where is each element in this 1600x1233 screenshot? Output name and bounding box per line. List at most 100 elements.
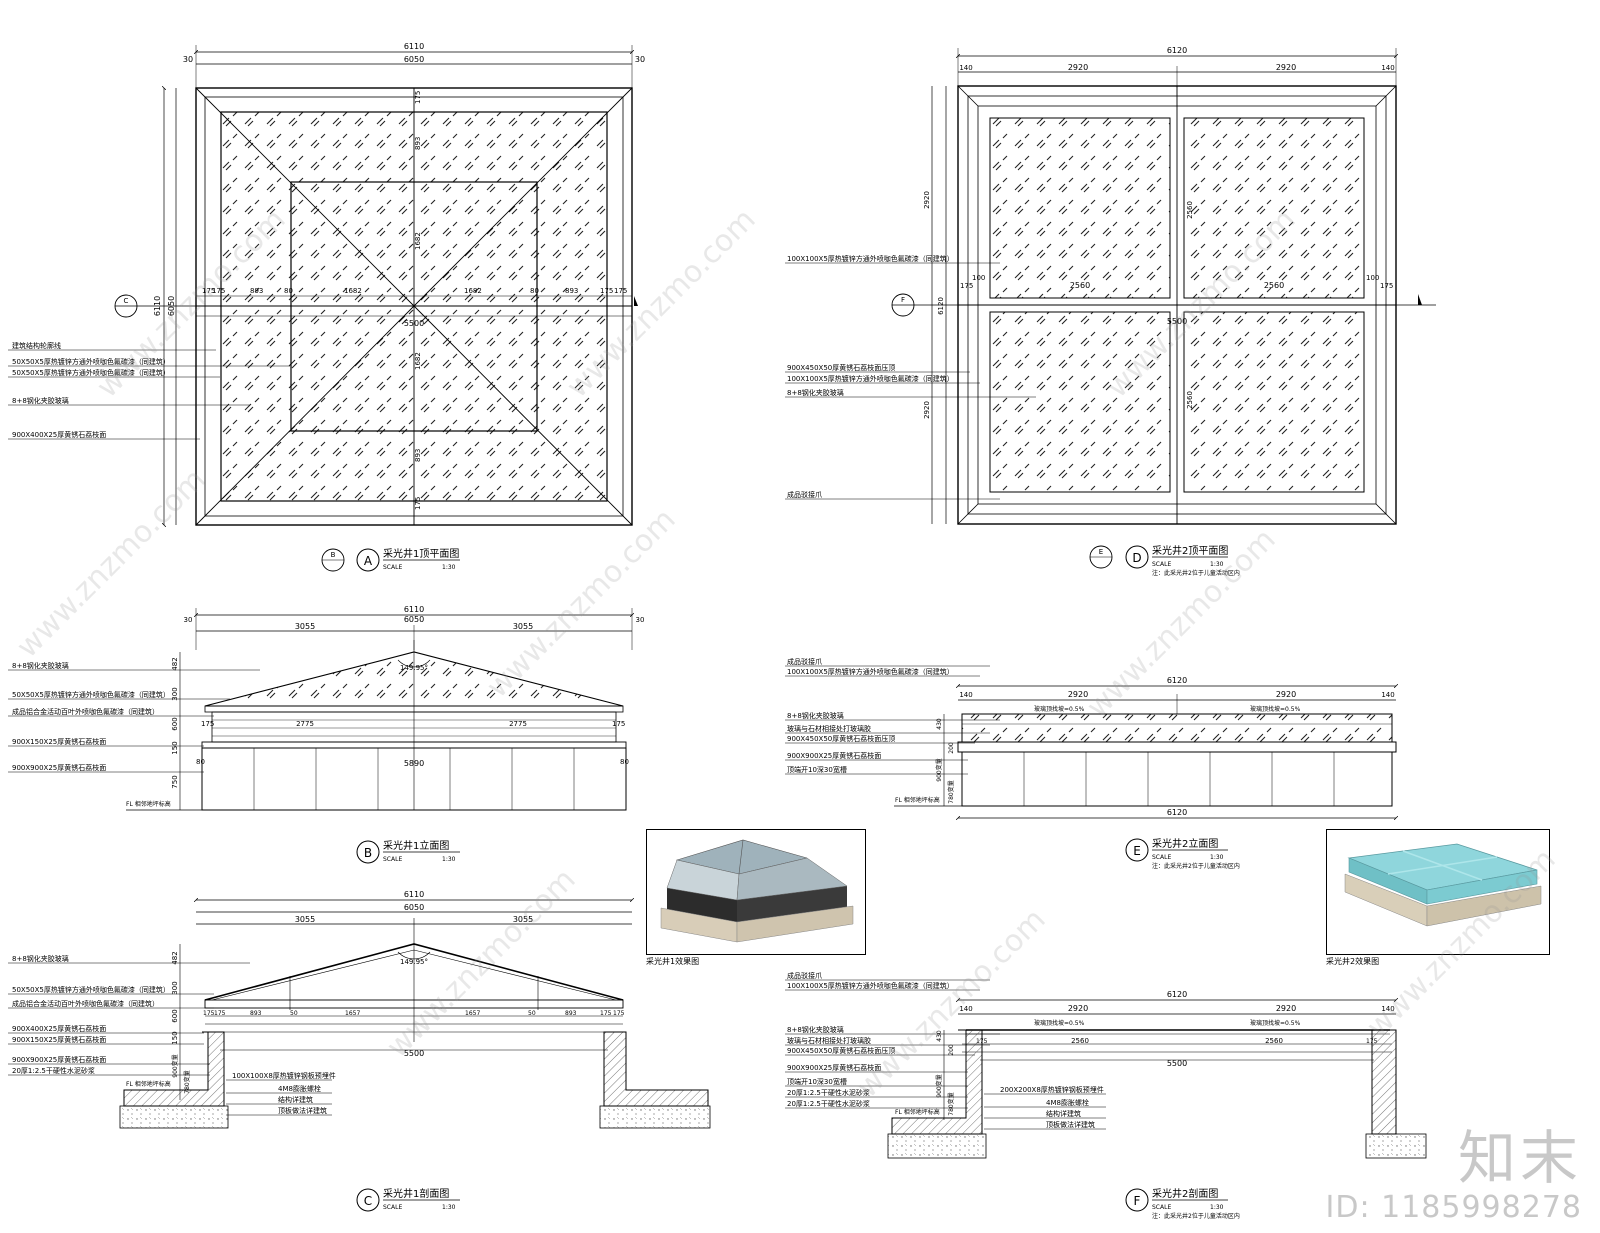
dim-f-slope-l: 玻璃顶找坡=0.5%	[1034, 1019, 1085, 1027]
view-a-scale: 1:30	[442, 564, 456, 571]
section-mark-d-bottom: E	[1099, 548, 1103, 556]
dim-a-seg-4: 1682	[344, 287, 362, 295]
render-2-image	[1344, 843, 1542, 927]
dim-a-vseg-0: 175	[414, 91, 422, 104]
section-f-leaders: 成品驳接爪 100X100X5厚热镀锌方通外喷咖色氟碳漆（同建筑） 8+8钢化夹…	[785, 971, 1106, 1130]
label-d-2: 100X100X5厚热镀锌方通外喷咖色氟碳漆（同建筑）	[787, 374, 954, 383]
dim-c-seg-7: 893	[565, 1010, 577, 1017]
dim-d-vhalf-t: 2920	[923, 191, 931, 209]
dim-d-edge-l: 140	[959, 64, 972, 72]
dim-a-seg-8: 175	[600, 287, 613, 295]
dim-d-edge-r: 140	[1381, 64, 1394, 72]
dim-c-seg-2: 893	[250, 1010, 262, 1017]
label-c-5: 900X900X25厚黄锈石荔枝面	[12, 1055, 106, 1064]
dim-d-small-l: 175	[960, 282, 973, 290]
label-f-0: 成品驳接爪	[787, 971, 822, 980]
dim-a-seg-9: 175	[614, 287, 627, 295]
dim-b-edge-l: 30	[184, 616, 193, 624]
section-mark-a-left: C	[124, 297, 129, 305]
dim-f-half-r: 2920	[1276, 1004, 1296, 1013]
dim-d-gap-r: 100	[1366, 274, 1379, 282]
label-a-0: 建筑结构轮廓线	[12, 341, 61, 350]
dim-e-edge-l: 140	[959, 691, 972, 699]
dim-b-v-2: 600	[171, 717, 179, 730]
dim-c-seg-5: 1657	[465, 1010, 480, 1017]
dim-f-edge-r: 140	[1381, 1005, 1394, 1013]
dim-d-overall: 6120	[1167, 46, 1187, 55]
dim-d-gap-l: 100	[972, 274, 985, 282]
label-f-4: 900X450X50厚黄锈石荔枝面压顶	[787, 1046, 895, 1055]
render-1-image	[660, 839, 854, 943]
elevation-e-leaders: 成品驳接爪 100X100X5厚热镀锌方通外喷咖色氟碳漆（同建筑） 8+8钢化夹…	[785, 657, 1000, 775]
dim-b-small-r: 175	[612, 720, 625, 728]
dim-b-small-l: 175	[201, 720, 214, 728]
dim-a-seg-2: 893	[250, 287, 263, 295]
view-e-scale-label: SCALE	[1152, 854, 1171, 861]
dim-c-seg-8: 175	[600, 1010, 612, 1017]
dim-b-v-0: 482	[171, 657, 179, 670]
view-d-scale: 1:30	[1210, 561, 1224, 568]
dim-a-vseg-3: 1682	[414, 352, 422, 370]
dim-d-vhalf-b: 2920	[923, 401, 931, 419]
label-b-3: 900X150X25厚黄锈石荔枝面	[12, 737, 106, 746]
brand-id: ID: 1185998278	[1325, 1190, 1582, 1225]
dim-c-seg-9: 175	[613, 1010, 625, 1017]
dim-e-slope-r: 玻璃顶找坡=0.5%	[1250, 705, 1301, 713]
label-f-1: 100X100X5厚热镀锌方通外喷咖色氟碳漆（同建筑）	[787, 981, 954, 990]
label-d-0: 100X100X5厚热镀锌方通外喷咖色氟碳漆（同建筑）	[787, 254, 954, 263]
brand-logo: 知末	[1457, 1124, 1582, 1192]
dim-a-inner: 6050	[404, 55, 424, 64]
label-c-1: 50X50X5厚热镀锌方通外喷咖色氟碳漆（同建筑）	[12, 985, 170, 994]
dim-e-v-1: 200	[948, 742, 955, 754]
dim-b-seg-l: 2775	[296, 720, 314, 728]
view-e-note: 注：此采光井2位于儿童活动区内	[1152, 862, 1240, 870]
title-b: B 采光井1立面图 SCALE 1:30	[356, 839, 460, 864]
dim-c-seg-0: 175	[203, 1010, 215, 1017]
view-f-title: 采光井2剖面图	[1152, 1187, 1218, 1200]
view-b-title: 采光井1立面图	[383, 839, 449, 852]
dim-a-edge-r: 30	[635, 55, 645, 64]
view-e-letter: E	[1133, 844, 1141, 858]
dim-e-v-2: 900变量	[935, 758, 943, 781]
dim-f-v-0: 430	[936, 1030, 943, 1042]
label-e-6: 顶端开10深30宽槽	[787, 765, 847, 774]
section-mark-a-bottom: B	[331, 551, 336, 559]
section-f: 6120 2920 2920 140 140 玻璃顶找坡=0.5% 玻璃顶找坡=…	[785, 971, 1427, 1220]
label-f-right-1: 4M8膨胀螺栓	[1046, 1098, 1089, 1107]
view-e-title: 采光井2立面图	[1152, 837, 1218, 850]
dim-b-overall: 6110	[404, 605, 424, 614]
plan-d: 6120 2920 2920 140 140 2920 2920 6120 25…	[785, 46, 1436, 577]
elevation-b: 6110 6050 3055 3055 30 30 149.95° 175 27…	[8, 605, 644, 864]
dim-c-v-4: 900变量	[171, 1054, 179, 1077]
dim-a-seg-3: 80	[284, 287, 293, 295]
view-c-letter: C	[364, 1194, 372, 1208]
label-a-2: 50X50X5厚热镀锌方通外喷咖色氟碳漆（同建筑）	[12, 368, 170, 377]
view-a-scale-label: SCALE	[383, 564, 402, 571]
dim-f-seg-l: 2560	[1071, 1037, 1089, 1045]
dim-c-v-1: 300	[171, 981, 179, 994]
label-b-0: 8+8钢化夹胶玻璃	[12, 661, 69, 670]
render-thumb-1	[646, 829, 866, 955]
label-c-4: 900X150X25厚黄锈石荔枝面	[12, 1035, 106, 1044]
dim-a-seg-5: 1682	[464, 287, 482, 295]
dim-c-seg-6: 50	[528, 1010, 536, 1017]
elevation-b-leaders: 8+8钢化夹胶玻璃 50X50X5厚热镀锌方通外喷咖色氟碳漆（同建筑） 成品铝合…	[8, 661, 260, 773]
section-mark-d-left: F	[901, 296, 905, 304]
dim-c-angle: 149.95°	[400, 958, 428, 966]
dim-d-half-r: 2920	[1276, 63, 1296, 72]
dim-f-fl: FL 相邻地坪标高	[895, 1108, 940, 1116]
dim-d-vseg-t: 2560	[1186, 201, 1194, 219]
dim-c-half-r: 3055	[513, 915, 533, 924]
label-c-6: 20厚1:2.5干硬性水泥砂浆	[12, 1066, 95, 1075]
dim-a-vseg-4: 893	[414, 449, 422, 462]
dim-d-vtotal: 6120	[937, 297, 945, 315]
dim-b-v-3: 150	[171, 741, 179, 754]
dim-c-seg-3: 50	[290, 1010, 298, 1017]
dim-b-inner: 6050	[404, 615, 424, 624]
dim-d-half-l: 2920	[1068, 63, 1088, 72]
dim-c-overall: 6110	[404, 890, 424, 899]
dim-e-v-3: 780变量	[947, 780, 955, 803]
dim-e-half-r: 2920	[1276, 690, 1296, 699]
dim-f-edge-l: 140	[959, 1005, 972, 1013]
